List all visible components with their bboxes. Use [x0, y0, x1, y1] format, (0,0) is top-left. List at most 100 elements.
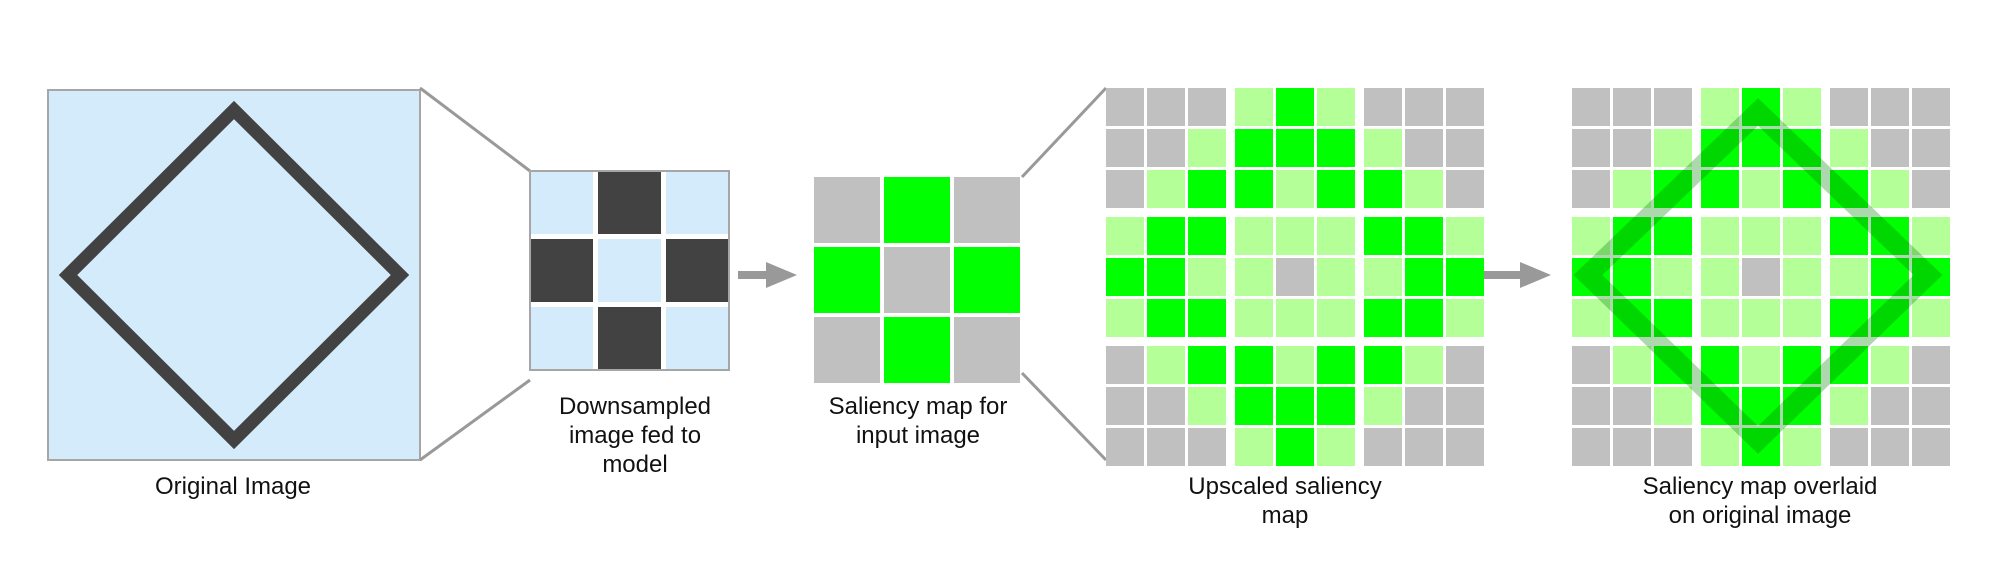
caption-saliency-overlay: Saliency map overlaid on original image [1600, 472, 1920, 530]
overlay-cell-gray [1572, 88, 1610, 126]
upscaled-cell-gray [1147, 129, 1185, 167]
zoom-line [419, 378, 531, 462]
overlay-cell-green [1783, 170, 1821, 208]
upscaled-cell-lg [1235, 258, 1273, 296]
downsampled-cell-dark [598, 307, 661, 370]
saliency-cell-gray [814, 177, 880, 243]
upscaled-cell-green [1106, 258, 1144, 296]
caption-line: map [1261, 502, 1309, 529]
saliency-cell-gray [954, 317, 1020, 383]
overlay-cell-green [1613, 217, 1651, 255]
upscaled-cell-gray [1446, 346, 1484, 384]
caption-line: input image [855, 422, 981, 449]
downsampled-cell-light [530, 171, 593, 234]
upscaled-cell-green [1235, 170, 1273, 208]
caption-upscaled-saliency: Upscaled saliency map [1165, 472, 1405, 530]
overlay-cell-green [1613, 258, 1651, 296]
overlay-cell-gray [1654, 88, 1692, 126]
overlay-cell-lg [1654, 129, 1692, 167]
overlay-cell-gray [1572, 428, 1610, 466]
overlay-cell-gray [1654, 428, 1692, 466]
overlay-cell-gray [1871, 428, 1909, 466]
upscaled-cell-green [1188, 299, 1226, 337]
arrow-head [766, 262, 797, 288]
overlay-cell-lg [1830, 387, 1868, 425]
saliency-cell-green [884, 317, 950, 383]
upscaled-cell-gray [1405, 387, 1443, 425]
upscaled-cell-lg [1276, 299, 1314, 337]
zoom-lines-to-upscaled [1020, 86, 1108, 462]
caption-line: Downsampled [558, 393, 712, 420]
upscaled-saliency-grid [1106, 88, 1484, 466]
overlay-cell-green [1701, 170, 1739, 208]
upscaled-cell-lg [1317, 88, 1355, 126]
overlay-cell-gray [1613, 387, 1651, 425]
upscaled-cell-green [1317, 129, 1355, 167]
upscaled-cell-lg [1188, 129, 1226, 167]
upscaled-cell-green [1276, 129, 1314, 167]
downsampled-cell-light [666, 171, 729, 234]
upscaled-cell-lg [1235, 88, 1273, 126]
upscaled-cell-gray [1106, 346, 1144, 384]
saliency-map-grid [814, 177, 1020, 383]
caption-line: model [602, 451, 668, 478]
upscaled-cell-lg [1235, 428, 1273, 466]
upscaled-cell-lg [1317, 217, 1355, 255]
overlay-cell-lg [1783, 428, 1821, 466]
upscaled-cell-gray [1276, 258, 1314, 296]
upscaled-cell-lg [1317, 258, 1355, 296]
saliency-overlay-panel [1572, 88, 1950, 466]
upscaled-cell-lg [1446, 299, 1484, 337]
downsampled-cell-dark [598, 171, 661, 234]
overlay-cell-green [1742, 88, 1780, 126]
overlay-cell-lg [1701, 428, 1739, 466]
upscaled-cell-lg [1276, 346, 1314, 384]
overlay-cell-gray [1572, 170, 1610, 208]
overlay-cell-green [1654, 217, 1692, 255]
upscaled-cell-green [1276, 428, 1314, 466]
overlay-cell-green [1830, 299, 1868, 337]
upscaled-cell-green [1317, 387, 1355, 425]
caption-line: Upscaled saliency [1188, 473, 1382, 500]
overlay-cell-gray [1912, 88, 1950, 126]
downsampled-cell-light [530, 307, 593, 370]
upscaled-cell-gray [1405, 428, 1443, 466]
upscaled-cell-gray [1147, 88, 1185, 126]
arrow-head [1520, 262, 1551, 288]
overlay-cell-lg [1871, 170, 1909, 208]
arrow-shaft [738, 271, 766, 279]
overlay-cell-gray [1613, 129, 1651, 167]
upscaled-cell-lg [1276, 217, 1314, 255]
caption-downsampled-image: Downsampled image fed to model [520, 392, 750, 479]
upscaled-cell-gray [1446, 170, 1484, 208]
upscaled-cell-green [1235, 129, 1273, 167]
original-image-panel [47, 89, 421, 461]
upscaled-cell-gray [1147, 428, 1185, 466]
upscaled-cell-green [1364, 217, 1402, 255]
overlay-cell-green [1912, 258, 1950, 296]
caption-line: image fed to [568, 422, 702, 449]
overlay-cell-lg [1613, 170, 1651, 208]
upscaled-cell-green [1446, 258, 1484, 296]
upscaled-cell-lg [1106, 299, 1144, 337]
zoom-line [419, 86, 531, 173]
saliency-cell-green [814, 247, 880, 313]
upscaled-cell-green [1276, 88, 1314, 126]
overlay-cell-green [1742, 387, 1780, 425]
upscaled-cell-lg [1405, 170, 1443, 208]
downsampled-cell-dark [530, 239, 593, 302]
upscaled-cell-gray [1446, 129, 1484, 167]
overlay-cell-green [1701, 387, 1739, 425]
upscaled-cell-gray [1405, 129, 1443, 167]
overlay-cell-green [1654, 170, 1692, 208]
upscaled-cell-green [1405, 299, 1443, 337]
saliency-cell-gray [814, 317, 880, 383]
caption-original-image: Original Image [133, 472, 333, 501]
arrow-right-icon [1484, 262, 1551, 288]
caption-line: Saliency map overlaid [1642, 473, 1878, 500]
upscaled-cell-green [1364, 346, 1402, 384]
upscaled-cell-gray [1106, 428, 1144, 466]
upscaled-cell-green [1147, 258, 1185, 296]
saliency-cell-gray [954, 177, 1020, 243]
overlay-cell-gray [1572, 129, 1610, 167]
